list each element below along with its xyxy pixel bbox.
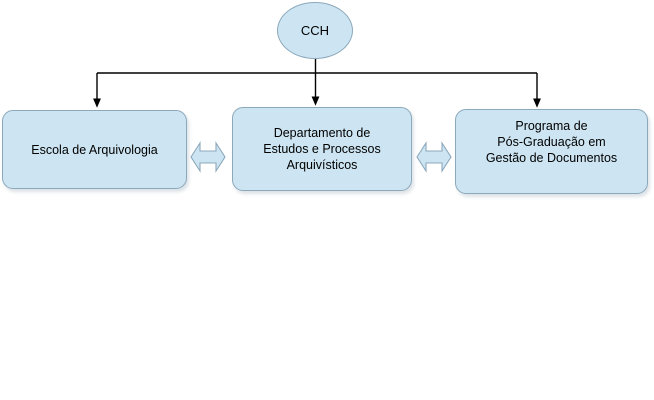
node-cch-label: CCH <box>300 23 330 38</box>
node-programa-label: Programa de Pós-Graduação em Gestão de D… <box>485 119 618 165</box>
double-arrow-escola-departamento <box>190 141 226 173</box>
node-cch[interactable]: CCH <box>277 2 353 59</box>
node-departamento-label: Departamento de Estudos e Processos Arqu… <box>263 126 381 172</box>
double-arrow-departamento-programa <box>416 141 452 173</box>
node-escola-de-arquivologia[interactable]: Escola de Arquivologia <box>2 110 187 189</box>
node-escola-label: Escola de Arquivologia <box>31 142 158 157</box>
node-programa-pos-graduacao[interactable]: Programa de Pós-Graduação em Gestão de D… <box>455 109 648 194</box>
node-departamento-estudos-processos[interactable]: Departamento de Estudos e Processos Arqu… <box>232 107 412 191</box>
